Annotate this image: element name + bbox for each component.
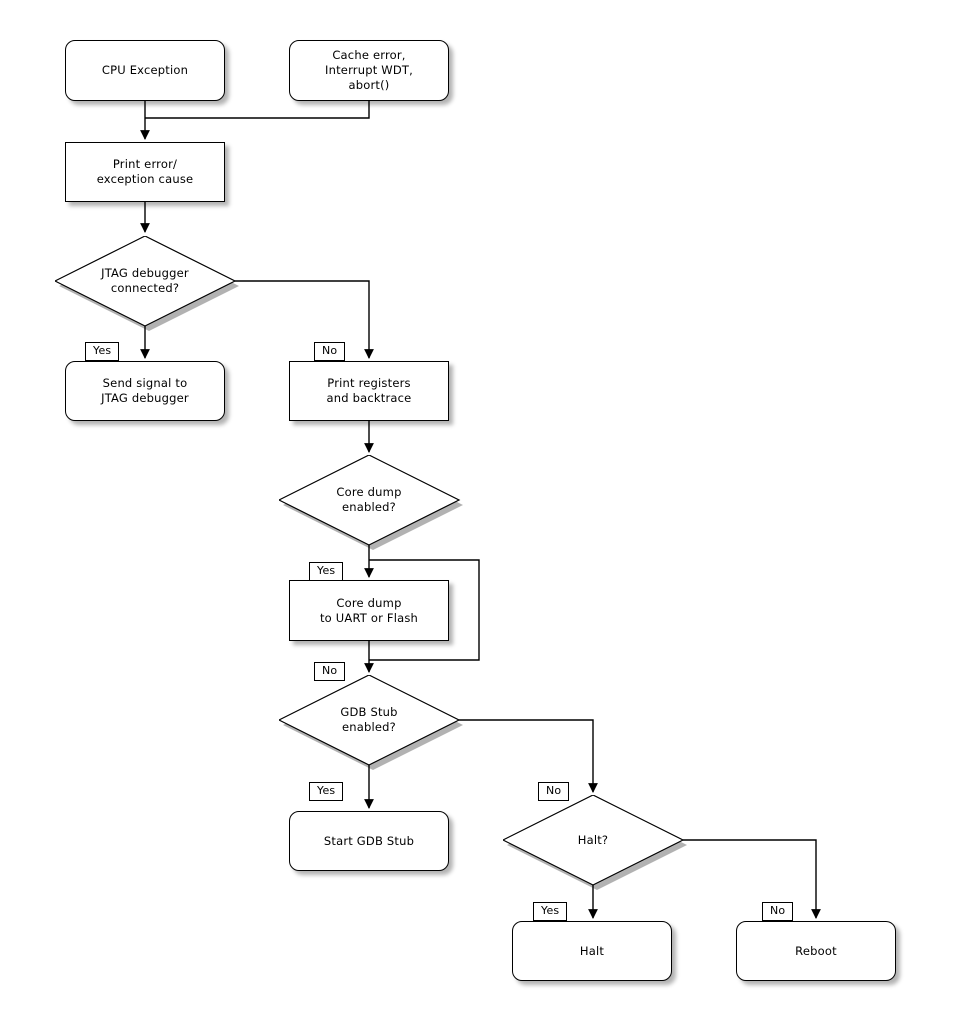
halt-decision-shape — [503, 795, 687, 890]
node-cpu-exception-label: CPU Exception — [101, 63, 189, 77]
gdbstub-decision-shape — [279, 675, 463, 770]
edge-label-gdbstub-no: No — [538, 782, 570, 801]
coredump-decision-shape — [279, 455, 463, 550]
node-print-registers-label: Print registers and backtrace — [326, 376, 412, 405]
edge-label-halt-yes: Yes — [533, 902, 568, 921]
node-core-dump-label: Core dump to UART or Flash — [319, 595, 419, 625]
node-coredump-decision[interactable]: Core dump enabled? — [279, 455, 463, 550]
node-gdbstub-decision-label: GDB Stub enabled? — [340, 705, 398, 734]
edge-gdbstub-no-to-halt-decision — [459, 719, 598, 793]
node-start-gdbstub[interactable]: Start GDB Stub — [289, 811, 449, 871]
node-send-signal[interactable]: Send signal to JTAG debugger — [65, 361, 225, 421]
edge-label-coredump-no: No — [314, 662, 346, 681]
node-cache-error[interactable]: Cache error, Interrupt WDT, abort() — [289, 40, 449, 101]
edge-cache-error-to-print-error — [145, 101, 370, 119]
node-jtag-decision[interactable]: JTAG debugger connected? — [55, 236, 239, 331]
jtag-decision-shape — [55, 236, 239, 331]
node-halt-decision-label: Halt? — [577, 832, 609, 847]
node-halt-decision[interactable]: Halt? — [503, 795, 687, 890]
node-reboot[interactable]: Reboot — [736, 921, 896, 981]
node-print-registers[interactable]: Print registers and backtrace — [289, 361, 449, 421]
node-send-signal-label: Send signal to JTAG debugger — [101, 376, 189, 405]
edge-label-jtag-yes: Yes — [85, 342, 120, 361]
node-halt-label: Halt — [579, 943, 605, 958]
node-start-gdbstub-label: Start GDB Stub — [323, 833, 415, 848]
node-cpu-exception[interactable]: CPU Exception — [65, 40, 225, 101]
node-print-error[interactable]: Print error/ exception cause — [65, 142, 225, 202]
edge-label-jtag-no: No — [314, 342, 346, 361]
edge-label-halt-no: No — [762, 902, 794, 921]
node-reboot-label: Reboot — [795, 943, 837, 958]
node-print-error-label: Print error/ exception cause — [96, 157, 194, 186]
node-gdbstub-decision[interactable]: GDB Stub enabled? — [279, 675, 463, 770]
node-halt[interactable]: Halt — [512, 921, 672, 981]
node-core-dump[interactable]: Core dump to UART or Flash — [289, 580, 449, 641]
node-cache-error-label: Cache error, Interrupt WDT, abort() — [325, 48, 413, 92]
edge-halt-no-to-reboot — [683, 839, 821, 919]
edge-label-coredump-yes: Yes — [309, 562, 344, 581]
edge-jtag-no-to-print-registers — [235, 280, 374, 359]
node-jtag-decision-label: JTAG debugger connected? — [101, 266, 189, 295]
node-coredump-decision-label: Core dump enabled? — [336, 485, 402, 514]
edge-label-gdbstub-yes: Yes — [309, 782, 344, 801]
